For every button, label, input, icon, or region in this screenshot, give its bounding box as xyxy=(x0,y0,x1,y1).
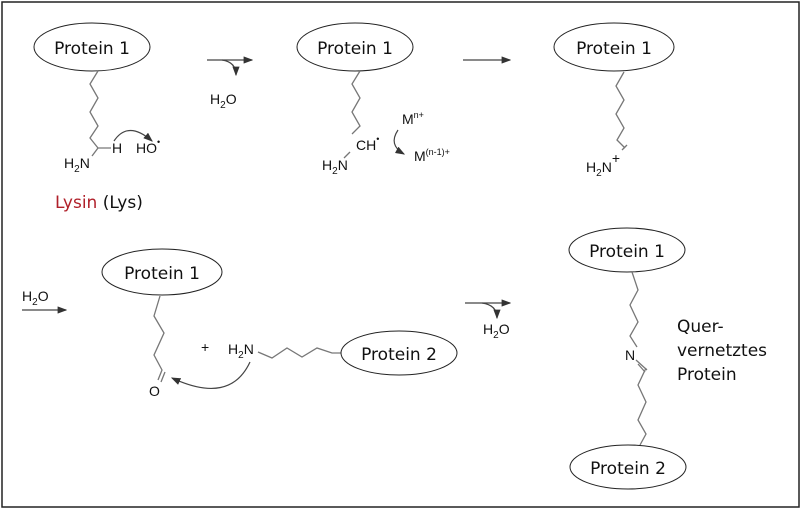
product-label-line-3: Protein xyxy=(677,365,737,385)
svg-text:H2N: H2N xyxy=(322,157,348,177)
protein-1-label: Protein 1 xyxy=(54,39,130,59)
reaction-arrow-1: H2O xyxy=(207,56,254,111)
protein-1-label: Protein 1 xyxy=(589,242,665,262)
hydrogen-label: H xyxy=(112,140,122,156)
protein-2-label: Protein 2 xyxy=(361,345,437,365)
svg-text:H2O: H2O xyxy=(210,91,237,111)
protein-2-label: Protein 2 xyxy=(590,459,666,479)
curved-arrow-icon xyxy=(170,361,251,389)
protein-1-ellipse xyxy=(33,22,151,72)
svg-text:H2O: H2O xyxy=(22,288,49,308)
svg-text:H2N: H2N xyxy=(228,341,254,361)
amine-label: H2N xyxy=(64,155,90,175)
reaction-arrow-3: H2O xyxy=(22,288,68,314)
svg-text:CH•: CH• xyxy=(356,134,379,153)
svg-text:O: O xyxy=(149,383,160,399)
protein-1-label: Protein 1 xyxy=(317,39,393,59)
reaction-arrow-4: H2O xyxy=(465,299,512,341)
protein-1-label: Protein 1 xyxy=(124,264,200,284)
crosslinked-protein: Protein 1 N Protein 2 Quer- vernetztes P… xyxy=(568,227,767,490)
svg-text:M(n-1)+: M(n-1)+ xyxy=(414,147,450,164)
aldehyde-structure: Protein 1 O xyxy=(101,248,223,399)
lysine-protein-2: H2N Protein 2 xyxy=(170,330,458,389)
radical-intermediate: Protein 1 CH• H2N Mn+ M(n-1)+ xyxy=(296,22,450,177)
svg-text:H2N+: H2N+ xyxy=(586,150,620,179)
lysine-structure: Protein 1 H2N H HO• Lysin (Lys) xyxy=(33,22,160,213)
iminium-intermediate: Protein 1 H2N+ xyxy=(553,22,675,179)
product-label-line-1: Quer- xyxy=(677,317,724,337)
svg-text:Mn+: Mn+ xyxy=(402,110,424,127)
plus-sign: + xyxy=(201,339,209,355)
lysine-caption: Lysin (Lys) xyxy=(55,193,143,213)
svg-text:H2O: H2O xyxy=(483,321,510,341)
svg-text:N: N xyxy=(625,347,635,363)
curved-arrow-icon xyxy=(113,129,153,142)
hydroxyl-radical-label: HO• xyxy=(136,137,160,156)
protein-1-label: Protein 1 xyxy=(576,39,652,59)
product-label-line-2: vernetztes xyxy=(677,341,767,361)
